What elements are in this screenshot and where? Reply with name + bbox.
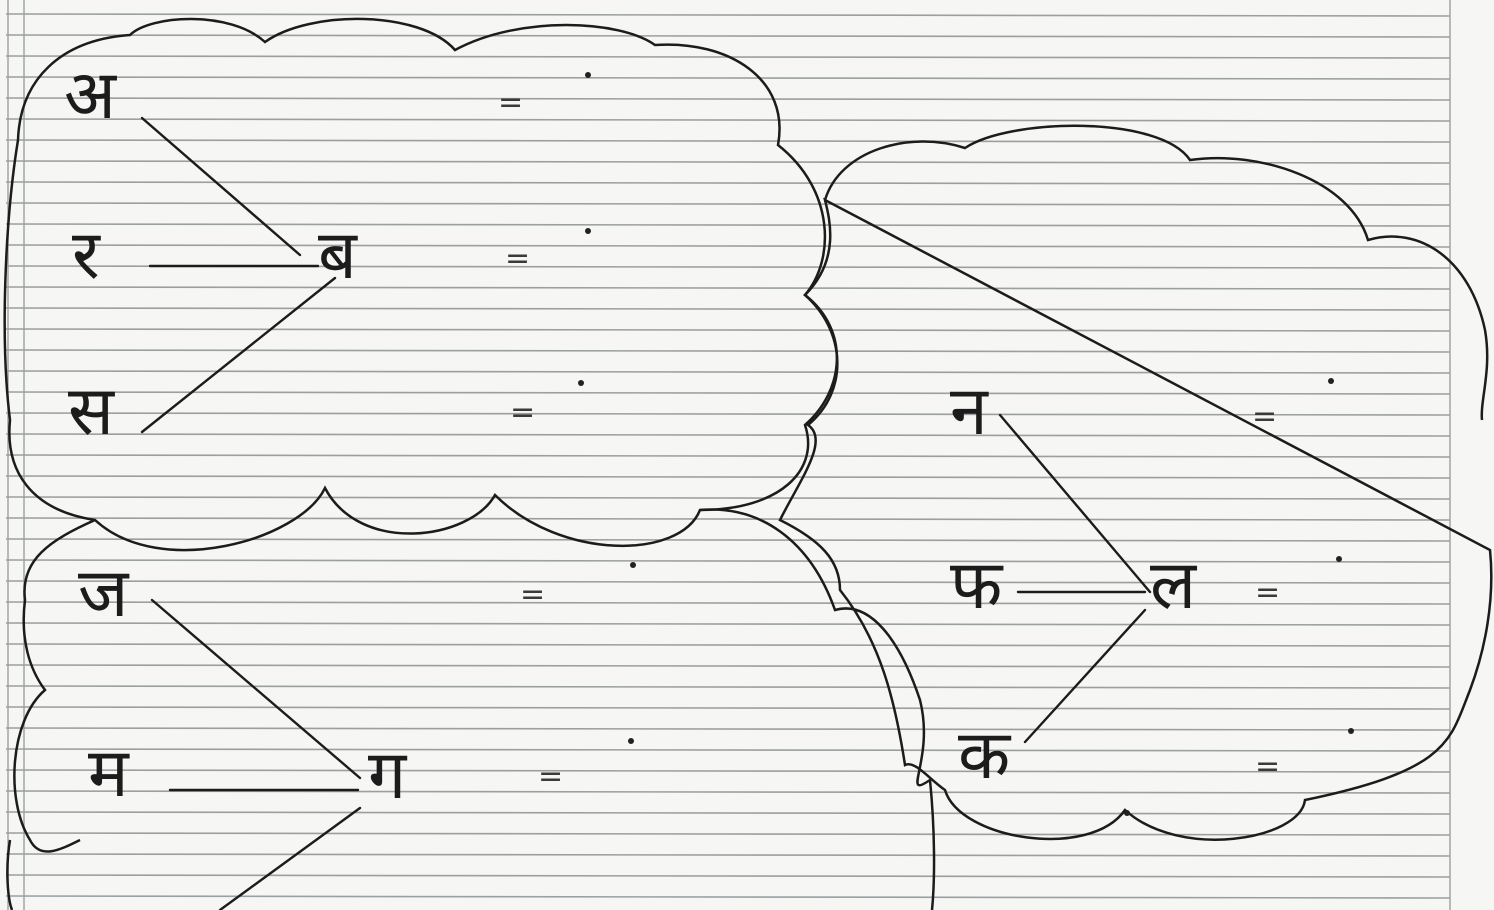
letter-ma: म xyxy=(88,734,129,813)
letter-sa: स xyxy=(68,372,114,451)
ruled-line xyxy=(5,643,1451,647)
equals-sign: = xyxy=(498,85,524,120)
ruled-line xyxy=(5,748,1451,752)
ruled-line xyxy=(5,811,1451,815)
ruled-line xyxy=(5,475,1451,479)
ruled-line xyxy=(5,97,1451,101)
letter-ra: र xyxy=(72,216,100,295)
ruled-line xyxy=(5,118,1451,122)
ruled-line xyxy=(5,622,1451,626)
ink-dot xyxy=(1124,810,1130,816)
ruled-line xyxy=(5,181,1451,185)
connector-line xyxy=(150,598,362,780)
ruled-line xyxy=(5,13,1451,17)
letter-ga-center: ग xyxy=(368,736,407,815)
ruled-line xyxy=(5,412,1451,416)
equals-sign: = xyxy=(1255,575,1281,610)
ruled-line xyxy=(5,223,1451,227)
ruled-line xyxy=(5,706,1451,710)
equals-sign: = xyxy=(1252,399,1278,434)
ruled-line xyxy=(5,832,1451,836)
ink-dot xyxy=(628,738,634,744)
ruled-line xyxy=(5,139,1451,143)
ruled-line xyxy=(5,580,1451,584)
letter-ka: क xyxy=(958,716,1011,795)
ruled-line xyxy=(5,286,1451,290)
ruled-line xyxy=(5,790,1451,794)
ruled-line xyxy=(5,202,1451,206)
ink-dot xyxy=(585,72,591,78)
ruled-line xyxy=(5,391,1451,395)
ruled-line xyxy=(5,727,1451,731)
letter-pha: फ xyxy=(950,546,1003,625)
ruled-line xyxy=(5,307,1451,311)
ruled-line xyxy=(5,160,1451,164)
letter-ja: ज xyxy=(78,554,129,633)
ink-dot xyxy=(630,562,636,568)
ruled-line xyxy=(5,76,1451,80)
letter-na: न xyxy=(950,372,988,451)
ruled-line xyxy=(5,433,1451,437)
ruled-line xyxy=(5,34,1451,38)
ruled-line xyxy=(5,454,1451,458)
cloud-outline-group-3 xyxy=(778,124,1493,841)
ruled-line xyxy=(5,601,1451,605)
ruled-line xyxy=(5,685,1451,689)
letter-ba-center: ब xyxy=(318,216,357,295)
ruled-line xyxy=(5,874,1451,878)
ruled-line xyxy=(5,328,1451,332)
connector-line xyxy=(1023,608,1147,744)
connector-line xyxy=(140,276,337,434)
ruled-line xyxy=(5,370,1451,374)
letter-la-center: ल xyxy=(1150,546,1197,625)
ruled-line xyxy=(5,349,1451,353)
connector-line xyxy=(218,806,362,910)
equals-sign: = xyxy=(510,395,536,430)
ruled-line xyxy=(5,559,1451,563)
ruled-line xyxy=(5,496,1451,500)
ruled-line xyxy=(5,853,1451,857)
equals-sign: = xyxy=(1255,749,1281,784)
equals-sign: = xyxy=(538,759,564,794)
letter-a: अ xyxy=(64,56,116,135)
equals-sign: = xyxy=(505,241,531,276)
ink-dot xyxy=(1336,556,1342,562)
cloud-outline-group-1 xyxy=(3,17,839,552)
connector-line xyxy=(140,116,302,257)
ink-dot xyxy=(578,380,584,386)
ruled-line xyxy=(5,664,1451,668)
connector-line xyxy=(998,413,1152,594)
ink-dot xyxy=(585,228,591,234)
ruled-line xyxy=(5,895,1451,899)
ink-dot xyxy=(1348,728,1354,734)
equals-sign: = xyxy=(520,577,546,612)
ink-dot xyxy=(1328,378,1334,384)
ruled-line xyxy=(5,769,1451,773)
ruled-line xyxy=(5,517,1451,521)
ruled-line xyxy=(5,538,1451,542)
ruled-line xyxy=(5,244,1451,248)
cloud-outline-group-2 xyxy=(6,508,936,910)
